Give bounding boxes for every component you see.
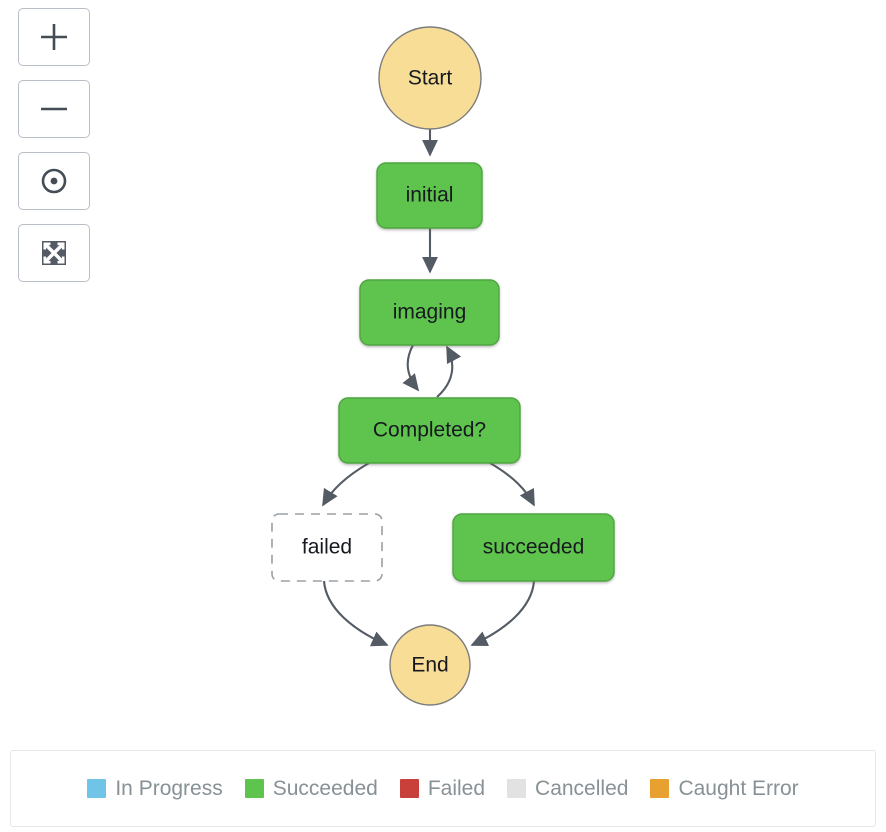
edge-imaging-to-completed	[402, 344, 420, 392]
legend-item: Caught Error	[650, 776, 799, 801]
edge-completed-to-failed	[322, 462, 370, 507]
fit-screen-icon	[38, 237, 70, 269]
legend-swatch	[87, 779, 107, 798]
node-initial[interactable]: initial	[376, 162, 483, 229]
legend-label: Succeeded	[272, 776, 378, 800]
legend-items: In Progress Succeeded Failed Cancelled Caugh…	[87, 776, 799, 801]
graph-svg: Start initial imaging Completed? failed	[271, 26, 615, 706]
edge-failed-to-end	[322, 580, 389, 647]
plus-icon	[37, 20, 71, 54]
zoom-out-button[interactable]	[18, 80, 90, 138]
status-legend: In Progress Succeeded Failed Cancelled Caugh…	[10, 750, 876, 827]
legend-label: In Progress	[115, 776, 223, 800]
legend-item: In Progress	[87, 776, 223, 801]
graph-edges	[322, 129, 536, 647]
legend-swatch	[244, 779, 264, 798]
legend-swatch	[399, 779, 419, 798]
minus-icon	[37, 92, 71, 126]
target-icon	[37, 164, 71, 198]
zoom-in-button[interactable]	[18, 8, 90, 66]
legend-label: Cancelled	[535, 776, 629, 800]
node-completed[interactable]: Completed?	[338, 397, 521, 464]
graph-nodes: Start initial imaging Completed? failed	[271, 26, 615, 706]
node-start[interactable]: Start	[378, 26, 482, 130]
node-succeeded[interactable]: succeeded	[452, 513, 615, 582]
state-machine-graph[interactable]: Start initial imaging Completed? failed	[0, 0, 886, 745]
graph-controls	[18, 8, 92, 282]
center-graph-button[interactable]	[18, 152, 90, 210]
node-imaging[interactable]: imaging	[359, 279, 500, 346]
legend-item: Succeeded	[244, 776, 378, 801]
edge-completed-to-imaging	[436, 345, 462, 398]
legend-item: Cancelled	[507, 777, 628, 801]
fit-to-screen-button[interactable]	[18, 224, 90, 282]
legend-label: Failed	[427, 776, 486, 800]
legend-swatch	[507, 779, 527, 798]
legend-swatch	[650, 779, 670, 798]
node-end[interactable]: End	[389, 624, 471, 706]
legend-item: Failed	[399, 776, 486, 801]
edge-completed-to-succeeded	[489, 462, 535, 507]
node-failed[interactable]: failed	[271, 513, 383, 582]
legend-label: Caught Error	[678, 776, 799, 800]
edge-succeeded-to-end	[470, 580, 536, 647]
